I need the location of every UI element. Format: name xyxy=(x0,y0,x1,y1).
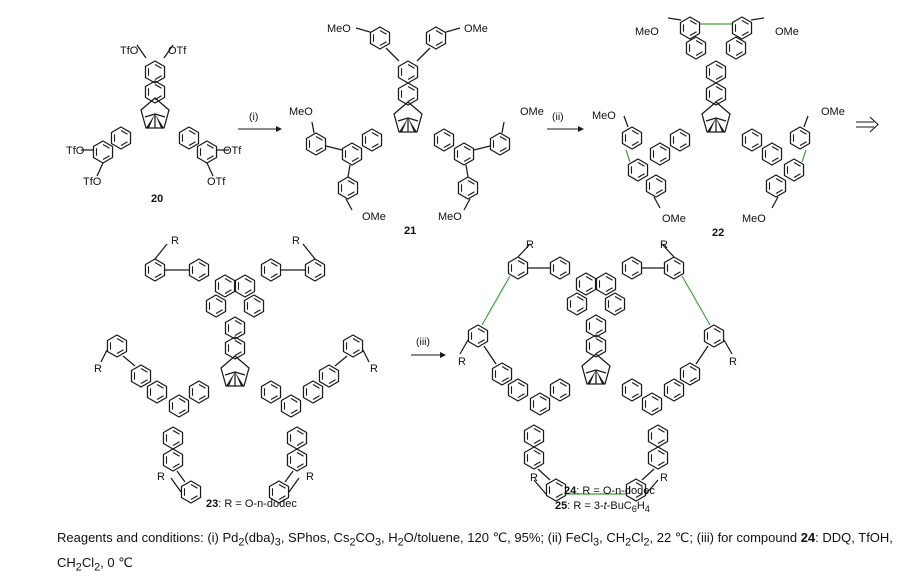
compound-21-ome-top-right: OMe xyxy=(464,23,488,35)
compound-23-structure xyxy=(100,243,370,504)
compound-24-number: 24 xyxy=(564,485,577,497)
compound-24-caption-value: O-n-dodec xyxy=(602,485,655,497)
compound-23-r-top-right: R xyxy=(292,235,300,247)
reagents-part1: (i) Pd xyxy=(207,530,239,545)
compound-23-number: 23 xyxy=(206,498,219,510)
reagents-part5: , H xyxy=(381,530,398,545)
compound-24-r-top-right: R xyxy=(660,239,668,251)
compound-24-r-bottom-left: R xyxy=(530,472,538,484)
reagents-sub-ch2: 2 xyxy=(75,561,82,574)
compound-24-r-right: R xyxy=(729,356,737,368)
reagents-sub-h: 2 xyxy=(397,536,404,549)
compound-24-25-structure xyxy=(459,243,733,502)
step-iii-label: (iii) xyxy=(416,336,430,348)
reagents-and-conditions: Reagents and conditions: (i) Pd2(dba)3, … xyxy=(57,528,897,577)
compound-22-meo-left: MeO xyxy=(592,110,616,122)
reagents-heading: Reagents and conditions: xyxy=(57,530,208,545)
reagents-part7: , CH xyxy=(599,530,626,545)
compound-21-meo-top-left: MeO xyxy=(327,23,351,35)
reagents-sub-cl2: 2 xyxy=(94,561,101,574)
reagents-part11: Cl xyxy=(81,554,95,570)
reagents-sub-cl1: 2 xyxy=(643,536,650,549)
compound-20-otf-bottom-right: OTf xyxy=(207,176,226,188)
reagents-sub-pd: 2 xyxy=(238,536,245,549)
compound-23-r-bottom-left: R xyxy=(157,471,165,483)
compound-23-r-bottom-right: R xyxy=(306,471,314,483)
compound-22-meo-top-left: MeO xyxy=(635,26,659,38)
compound-20-otf-right: OTf xyxy=(223,145,242,157)
compound-21-meo-left: MeO xyxy=(289,106,313,118)
reagents-bold-24: 24 xyxy=(800,530,816,545)
compound-21-ome-right: OMe xyxy=(520,106,544,118)
reagents-part9: , 22 ℃; (iii) for compound xyxy=(649,530,801,545)
compound-22-ome-right: OMe xyxy=(821,106,845,118)
compound-25-caption-sub2: 4 xyxy=(644,504,650,515)
compound-20-structure xyxy=(81,44,229,177)
compound-20-number: 20 xyxy=(151,193,163,205)
compound-23-r-right: R xyxy=(370,363,378,375)
compound-25-caption: 25: R = 3-t-BuC6H4 xyxy=(555,500,650,514)
compound-24-caption-prefix: : R = xyxy=(576,485,603,497)
compound-24-r-bottom-right: R xyxy=(660,472,668,484)
compound-25-caption-h: H xyxy=(636,500,645,512)
compound-23-r-left: R xyxy=(94,363,102,375)
compound-22-meo-bottom-right: MeO xyxy=(742,213,766,225)
reagents-part10: : DDQ, TfOH, CH xyxy=(57,530,897,570)
reagents-sub-fe: 3 xyxy=(593,536,600,549)
reaction-scheme: TfO OTf TfO TfO OTf OTf 20 (i) MeO OM xyxy=(66,16,879,504)
compound-22-structure xyxy=(621,16,811,209)
compound-23-caption-value: O-n-dodec xyxy=(244,498,297,510)
compound-25-number: 25 xyxy=(555,500,568,512)
compound-25-caption-t: t xyxy=(603,500,607,512)
reagents-part8: Cl xyxy=(631,530,644,545)
compound-22-ome-top-right: OMe xyxy=(775,26,799,38)
compound-24-r-top-left: R xyxy=(526,239,534,251)
compound-25-caption-prefix: : R = 3- xyxy=(567,500,604,512)
compound-23-caption: 23: R = O-n-dodec xyxy=(206,498,297,510)
compound-20-tfo-top-left: TfO xyxy=(120,45,139,57)
compound-25-caption-sub1: 6 xyxy=(631,504,637,515)
compound-22-number: 22 xyxy=(712,227,724,239)
reagents-sub-ch1: 2 xyxy=(625,536,632,549)
compound-21-ome-bottom-left: OMe xyxy=(362,211,386,223)
reagents-part12: , 0 ℃ xyxy=(100,554,133,570)
step-i-label: (i) xyxy=(249,111,258,123)
reagents-sub-dba: 3 xyxy=(274,536,281,549)
reagents-part3: , SPhos, Cs xyxy=(280,530,350,545)
compound-22-ome-bottom-left: OMe xyxy=(662,213,686,225)
reagents-sub-co: 3 xyxy=(374,536,382,549)
implies-arrow xyxy=(856,116,879,133)
reagents-part6: O/toluene, 120 ℃, 95%; (ii) FeCl xyxy=(403,530,594,545)
compound-21-number: 21 xyxy=(404,225,416,237)
compound-23-r-top-left: R xyxy=(171,235,179,247)
compound-24-caption: 24: R = O-n-dodec xyxy=(564,485,655,497)
compound-23-caption-prefix: : R = xyxy=(218,498,245,510)
reagents-sub-cs: 2 xyxy=(349,536,356,549)
reagents-part2: (dba) xyxy=(244,530,275,545)
compound-20-otf-top-right: OTf xyxy=(168,45,187,57)
compound-20-tfo-bottom-left: TfO xyxy=(83,176,102,188)
reagents-part4: CO xyxy=(355,530,375,545)
step-ii-label: (ii) xyxy=(552,111,564,123)
compound-21-meo-bottom-right: MeO xyxy=(438,211,462,223)
compound-21-structure xyxy=(305,26,511,211)
compound-25-caption-rest: -BuC xyxy=(606,500,632,512)
compound-24-r-left: R xyxy=(458,356,466,368)
compound-20-tfo-left: TfO xyxy=(66,145,85,157)
